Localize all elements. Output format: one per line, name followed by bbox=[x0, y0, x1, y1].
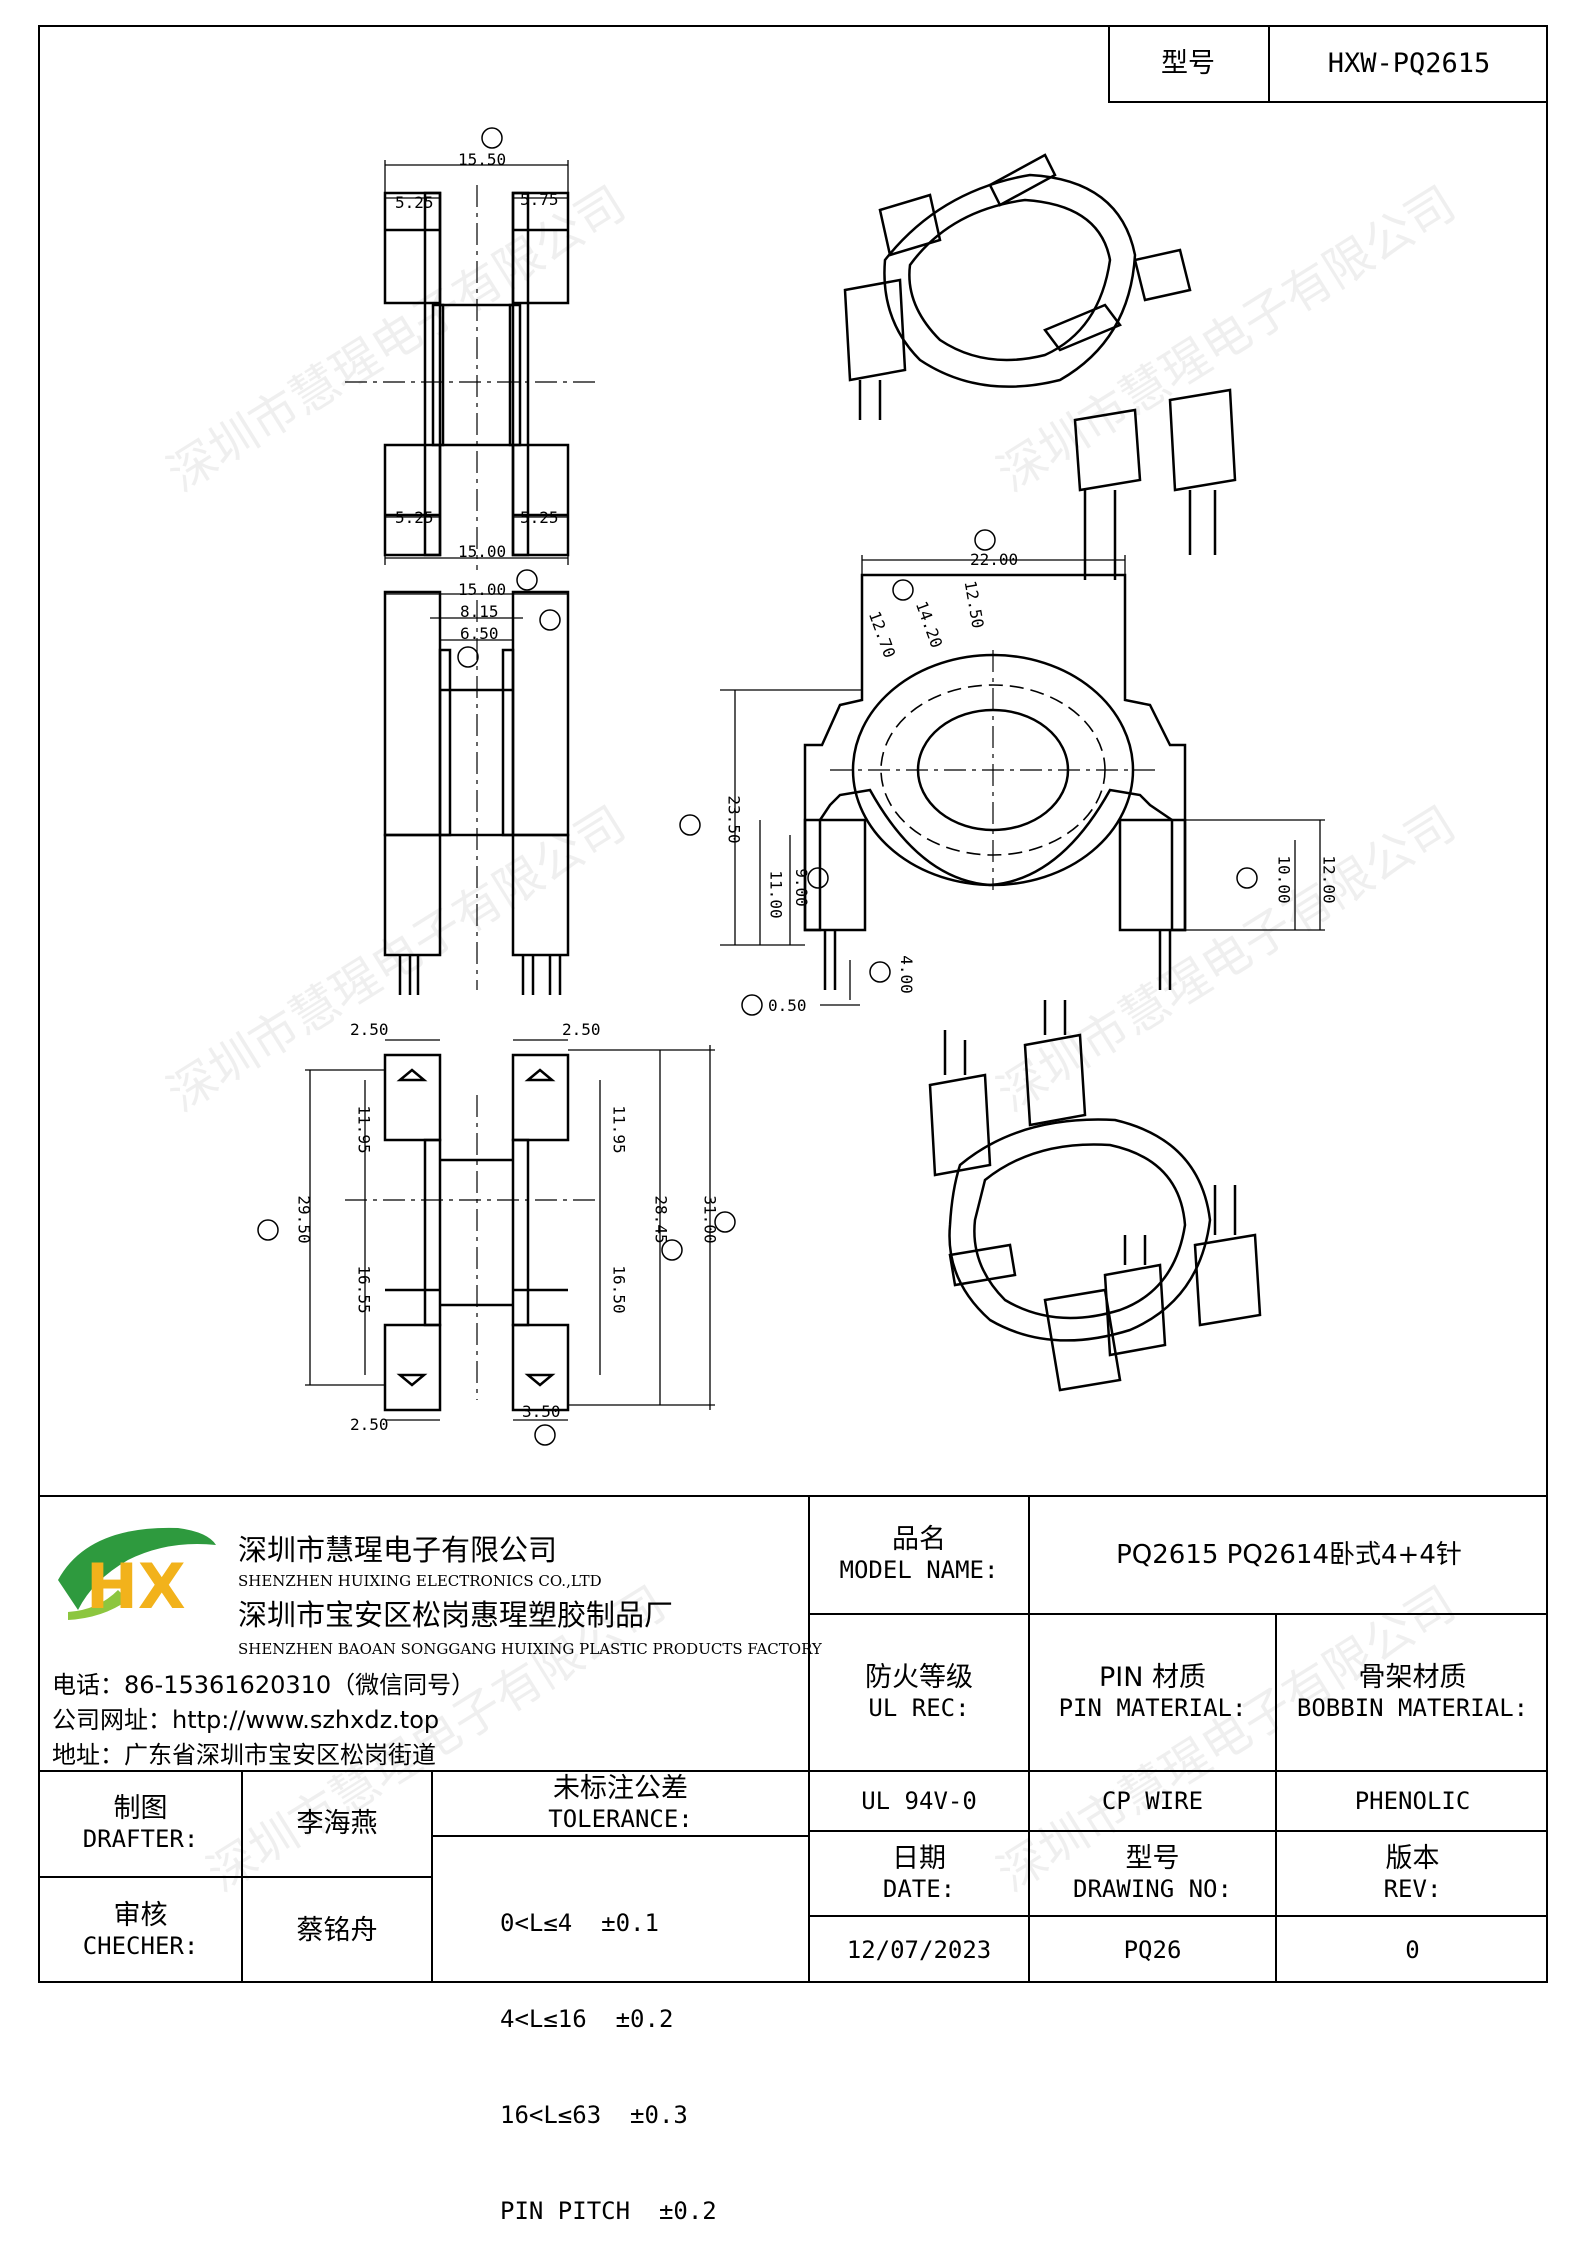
dim-label: 4.00 bbox=[896, 955, 916, 994]
pin-value: CP WIRE bbox=[1101, 1787, 1204, 1815]
dimension-labels: 15.50 5.25 5.75 5.25 5.25 15.00 15.00 8.… bbox=[294, 150, 1339, 1434]
dim-label: 5.25 bbox=[395, 193, 434, 212]
dim-label: 15.00 bbox=[458, 542, 507, 561]
tolerance-line: 4<L≤16 ±0.2 bbox=[500, 2005, 674, 2033]
date-label-en: DATE: bbox=[882, 1874, 956, 1903]
company-name-cn: 深圳市慧瑆电子有限公司 bbox=[238, 1533, 558, 1567]
checker-label-en: CHECHER: bbox=[82, 1931, 199, 1960]
date-value: 12/07/2023 bbox=[846, 1936, 992, 1964]
drawing-frame bbox=[38, 25, 1548, 1983]
bobbin-label-en: BOBBIN MATERIAL: bbox=[1296, 1693, 1529, 1722]
dim-label: 10.00 bbox=[1274, 855, 1294, 904]
dim-label: 31.00 bbox=[700, 1195, 720, 1244]
dim-label: 12.00 bbox=[1319, 855, 1339, 904]
company-name-en: SHENZHEN HUIXING ELECTRONICS CO.,LTD bbox=[238, 1572, 602, 1590]
model-name-label-cn: 品名 bbox=[892, 1524, 946, 1555]
company-address: 地址：广东省深圳市宝安区松岗街道 bbox=[52, 1741, 436, 1769]
dim-label: 11.95 bbox=[354, 1105, 374, 1154]
tolerance-line: 0<L≤4 ±0.1 bbox=[500, 1909, 659, 1937]
tolerance-line: PIN PITCH ±0.2 bbox=[500, 2197, 717, 2225]
dim-label: 6.50 bbox=[460, 624, 499, 643]
bobbin-value: PHENOLIC bbox=[1354, 1787, 1471, 1815]
date-label-cn: 日期 bbox=[892, 1842, 946, 1874]
dim-label: 0.50 bbox=[768, 996, 807, 1015]
model-header-box bbox=[1108, 25, 1548, 103]
model-value: HXW-PQ2615 bbox=[1327, 48, 1491, 79]
pin-label-en: PIN MATERIAL: bbox=[1058, 1693, 1247, 1722]
factory-name-en: SHENZHEN BAOAN SONGGANG HUIXING PLASTIC … bbox=[238, 1640, 822, 1658]
dim-label: 8.15 bbox=[460, 602, 499, 621]
pin-label-cn: PIN 材质 bbox=[1098, 1661, 1207, 1693]
bottom-view bbox=[383, 1053, 570, 1412]
dim-label: 15.00 bbox=[458, 580, 507, 599]
rev-label-en: REV: bbox=[1383, 1874, 1442, 1903]
checker-value: 蔡铭舟 bbox=[296, 1914, 378, 1946]
checker-label-cn: 审核 bbox=[113, 1899, 168, 1931]
dim-label: 11.95 bbox=[609, 1105, 629, 1154]
company-website[interactable]: 公司网址：http://www.szhxdz.top bbox=[52, 1706, 440, 1734]
dim-label: 5.25 bbox=[395, 508, 434, 527]
model-name-value: PQ2615 PQ2614卧式4+4针 bbox=[1116, 1540, 1462, 1570]
dim-label: 16.50 bbox=[609, 1265, 629, 1314]
dim-label: 28.45 bbox=[651, 1195, 671, 1244]
dim-label: 15.50 bbox=[458, 150, 507, 169]
factory-name-cn: 深圳市宝安区松岗惠瑆塑胶制品厂 bbox=[238, 1598, 674, 1632]
dim-label: 11.00 bbox=[766, 870, 786, 919]
tolerance-label-en: TOLERANCE: bbox=[548, 1804, 693, 1833]
rev-value: 0 bbox=[1405, 1936, 1420, 1964]
drafter-value: 李海燕 bbox=[296, 1808, 378, 1839]
dim-label: 2.50 bbox=[562, 1020, 601, 1039]
rev-label-cn: 版本 bbox=[1385, 1842, 1440, 1874]
isometric-view-bottom bbox=[928, 1000, 1262, 1392]
dim-label: 14.20 bbox=[911, 598, 947, 651]
model-name-label-en: MODEL NAME: bbox=[839, 1556, 999, 1584]
bobbin-label-cn: 骨架材质 bbox=[1358, 1661, 1467, 1693]
drawing-no-label-en: DRAWING NO: bbox=[1073, 1874, 1232, 1903]
dim-label: 5.25 bbox=[520, 508, 559, 527]
dim-label: 22.00 bbox=[970, 550, 1019, 569]
logo-letters: HX bbox=[86, 1550, 186, 1623]
drafter-label-cn: 制图 bbox=[113, 1793, 168, 1824]
drawing-no-label-cn: 型号 bbox=[1125, 1842, 1180, 1874]
isometric-view-top bbox=[843, 153, 1237, 580]
company-logo: HX bbox=[58, 1527, 216, 1623]
dim-label: 12.50 bbox=[960, 579, 988, 630]
company-phone: 电话：86-15361620310（微信同号） bbox=[52, 1671, 476, 1699]
dim-label: 2.50 bbox=[350, 1415, 389, 1434]
tolerance-list: 0<L≤4 ±0.1 4<L≤16 ±0.2 16<L≤63 ±0.3 PIN … bbox=[500, 1843, 717, 2259]
drawing-no-value: PQ26 bbox=[1123, 1936, 1182, 1964]
technical-drawing bbox=[257, 127, 1325, 1446]
ul-label-en: UL REC: bbox=[868, 1693, 970, 1722]
dim-label: 9.00 bbox=[791, 868, 811, 907]
side-view bbox=[383, 590, 570, 995]
dim-label: 2.50 bbox=[350, 1020, 389, 1039]
ul-label-cn: 防火等级 bbox=[865, 1661, 973, 1693]
drafter-label-en: DRAFTER: bbox=[82, 1825, 199, 1853]
ul-value: UL 94V-0 bbox=[861, 1787, 977, 1815]
dim-label: 16.55 bbox=[354, 1265, 374, 1314]
dim-label: 5.75 bbox=[520, 190, 559, 209]
tolerance-label-cn: 未标注公差 bbox=[553, 1772, 688, 1804]
tolerance-line: 16<L≤63 ±0.3 bbox=[500, 2101, 688, 2129]
dim-label: 29.50 bbox=[294, 1195, 314, 1244]
dim-label: 23.50 bbox=[724, 795, 744, 844]
dim-label: 3.50 bbox=[522, 1402, 561, 1421]
model-label: 型号 bbox=[1161, 48, 1215, 79]
dim-label: 12.70 bbox=[864, 608, 900, 661]
